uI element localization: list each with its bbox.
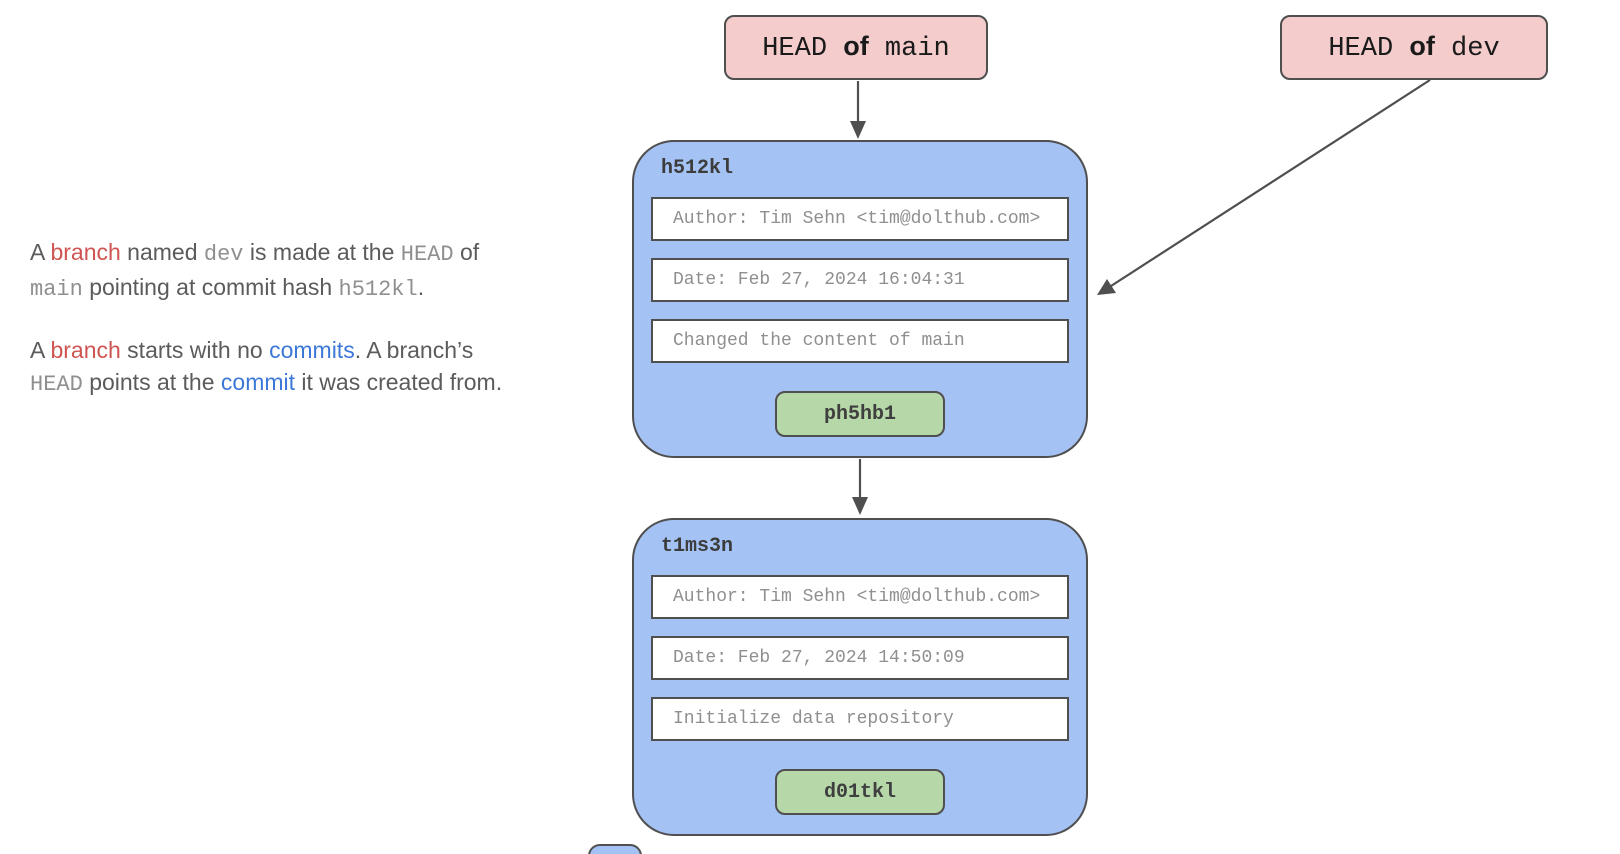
description-text-block: A branch named dev is made at the HEAD o… xyxy=(30,236,605,429)
commit-hash-title: t1ms3n xyxy=(661,535,734,558)
arrow-head-main-to-commit1 xyxy=(850,81,866,139)
dev-branch-name: dev xyxy=(203,242,244,267)
head-term: HEAD xyxy=(30,372,83,397)
head-of-main-box: HEAD of main xyxy=(724,15,988,80)
date-field: Date: Feb 27, 2024 14:50:09 xyxy=(651,636,1069,680)
text-segment: main xyxy=(868,34,950,64)
author-field: Author: Tim Sehn <tim@dolthub.com> xyxy=(651,197,1069,241)
text-segment: HEAD xyxy=(1328,34,1410,64)
description-paragraph-2: A branch starts with no commits. A branc… xyxy=(30,334,605,401)
arrow-head-dev-to-commit1 xyxy=(1097,79,1431,295)
text-segment: of xyxy=(1409,31,1435,61)
date-field: Date: Feb 27, 2024 16:04:31 xyxy=(651,258,1069,302)
main-branch-name: main xyxy=(30,277,83,302)
text-segment: points at the xyxy=(82,369,221,395)
text-segment: starts with no xyxy=(120,337,270,363)
author-field: Author: Tim Sehn <tim@dolthub.com> xyxy=(651,575,1069,619)
parent-hash-pill: d01tkl xyxy=(775,769,945,815)
text-segment: . A branch’s xyxy=(354,337,474,363)
head-of-dev-box: HEAD of dev xyxy=(1280,15,1548,80)
text-segment: dev xyxy=(1434,34,1500,64)
branch-term: branch xyxy=(50,239,121,265)
text-segment: A xyxy=(30,239,51,265)
commit-hash-title: h512kl xyxy=(661,157,734,180)
clipped-box-fragment xyxy=(588,844,642,854)
text-segment: of xyxy=(453,239,480,265)
arrow-commit1-to-commit2 xyxy=(852,459,868,515)
text-segment: it was created from. xyxy=(295,369,503,395)
message-field: Changed the content of main xyxy=(651,319,1069,363)
commit-box-t1ms3n: t1ms3n Author: Tim Sehn <tim@dolthub.com… xyxy=(632,518,1088,836)
commit-box-h512kl: h512kl Author: Tim Sehn <tim@dolthub.com… xyxy=(632,140,1088,458)
text-segment: of xyxy=(843,31,869,61)
commit-link[interactable]: commit xyxy=(220,369,296,395)
text-segment: named xyxy=(120,239,204,265)
parent-hash-pill: ph5hb1 xyxy=(775,391,945,437)
head-of-main-label: HEAD of main xyxy=(762,31,950,64)
text-segment: is made at the xyxy=(243,239,401,265)
text-segment: . xyxy=(417,274,425,300)
commit-hash-ref: h512kl xyxy=(338,277,418,302)
description-paragraph-1: A branch named dev is made at the HEAD o… xyxy=(30,236,605,306)
text-segment: A xyxy=(30,337,51,363)
text-segment: HEAD xyxy=(762,34,844,64)
head-term: HEAD xyxy=(400,242,454,267)
head-of-dev-label: HEAD of dev xyxy=(1328,31,1499,64)
message-field: Initialize data repository xyxy=(651,697,1069,741)
commits-link[interactable]: commits xyxy=(269,337,355,363)
text-segment: pointing at commit hash xyxy=(82,274,339,300)
branch-term: branch xyxy=(50,337,121,363)
